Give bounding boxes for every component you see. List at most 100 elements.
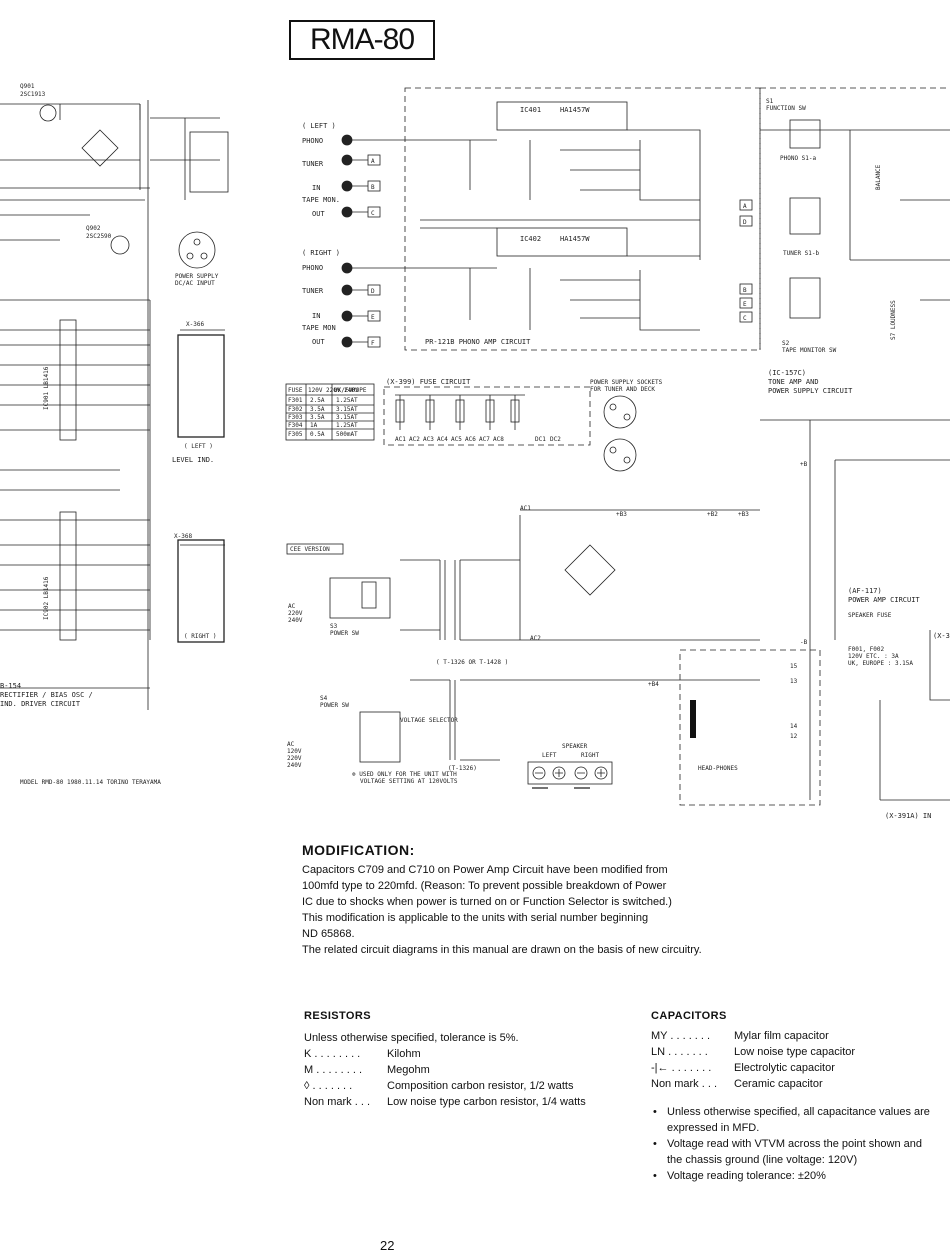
speaker-right: RIGHT [581,752,599,759]
modification-line-4: This modification is applicable to the u… [302,912,649,924]
in-in-label: IN [312,184,320,192]
s3-label: S3 [330,623,338,630]
modification-heading: MODIFICATION: [302,842,415,858]
fuse-r4-c2: 500mAT [336,431,358,438]
ac-tag-2: AC2 [409,436,420,443]
sockets-label-2: FOR TUNER AND DECK [590,386,655,393]
head-phones-label: HEAD-PHONES [698,765,738,772]
modification-line-5: ND 65868. [302,928,355,940]
block-code: B-154 [0,682,21,690]
ic401-label: IC401 [520,106,541,114]
modification-line-1: Capacitors C709 and C710 on Power Amp Ci… [302,864,668,876]
ac-tag-7: AC7 [479,436,490,443]
capacitor-note-2: expressed in MFD. [667,1122,760,1134]
q901-label: Q901 [20,83,35,90]
left-panel: Q901 2SC1913 Q902 2SC2590 POWER SUPPLY D… [0,83,229,786]
sockets-label-1: POWER SUPPLY SOCKETS [590,379,663,386]
modification-line-2: 100mfd type to 220mfd. (Reason: To preve… [302,880,667,892]
power-sw-label: POWER SW [330,630,359,637]
rail-b2: +B2 [707,511,718,518]
dc-tag-1: DC1 [535,436,546,443]
resistor-desc-composition: Composition carbon resistor, 1/2 watts [387,1080,574,1092]
used-note-2: VOLTAGE SETTING AT 120VOLTS [360,778,458,785]
x366-label: X-366 [186,321,204,328]
fuse-r4-c0: F305 [288,431,303,438]
rp-tag-e: E [743,301,747,308]
power-block: CEE VERSION AC 220V 240V S3 POWER SW ( T… [286,461,808,785]
balance-label: BALANCE [875,164,882,190]
block-title-1: RECTIFIER / BIAS OSC / [0,691,93,699]
right-label: ( RIGHT ) [184,633,217,640]
model-line: MODEL RMD-80 1980.11.14 TORINO TERAYAMA [20,779,161,786]
bullet-dot-1: • [653,1106,657,1118]
rail-ac1: AC1 [520,505,531,512]
phono-amp-block: IC401 HA1457W IC402 HA1457W PR-121B PHON… [404,87,761,351]
tuner-s1b: TUNER S1-b [783,250,820,257]
rail-b4: +B4 [648,681,659,688]
dc-tag-2: DC2 [550,436,561,443]
in-phono-r-label: PHONO [302,264,323,272]
ac-tag-8: AC8 [493,436,504,443]
level-left-label: ( LEFT ) [184,443,213,450]
in-out-r-label: OUT [312,338,325,346]
fuse-r0-c2: 1.25AT [336,397,358,404]
ac-line-2: 240V [288,617,303,624]
capacitor-key-my: MY . . . . . . . [651,1030,711,1042]
cee-label: CEE VERSION [290,546,330,553]
in-in-r-label: IN [312,312,320,320]
fuse-r2-c2: 3.15AT [336,414,358,421]
resistor-key-m: M . . . . . . . . [304,1064,363,1076]
ac2-line-3: 240V [287,762,302,769]
capacitor-note-1: Unless otherwise specified, all capacita… [667,1106,930,1118]
fuse-r1-c0: F302 [288,406,303,413]
power-amp-label: POWER AMP CIRCUIT [848,596,920,604]
node-13: 13 [790,678,798,685]
rail-ac2: AC2 [530,635,541,642]
in-tapemon-r-label: TAPE MON [302,324,336,332]
power-supply-label: POWER SUPPLY [175,273,219,280]
speaker-terminals [532,766,608,780]
tag-d: D [371,288,375,295]
t-note-2: (T-1326) [448,765,477,772]
capacitor-note-4: the chassis ground (line voltage: 120V) [667,1154,858,1166]
rp-tag-c: C [743,315,747,322]
tag-b: B [371,184,375,191]
fuse-r2-c0: F303 [288,414,303,421]
speaker-left: LEFT [542,752,557,759]
input-jacks: ( LEFT ) PHONO TUNER IN TAPE MON. OUT ( … [302,122,410,348]
tag-e: E [371,314,375,321]
tape-monitor-sw-label: TAPE MONITOR SW [782,347,837,354]
ac-tag-6: AC6 [465,436,476,443]
bullet-dot-3: • [653,1170,657,1182]
used-note-1: ⊗ USED ONLY FOR THE UNIT WITH [352,771,457,778]
ac-tag-4: AC4 [437,436,448,443]
fuse-r1-c2: 3.15AT [336,406,358,413]
tag-c: C [371,210,375,217]
rp-tag-d: D [743,219,747,226]
s1-label: S1 [766,98,774,105]
af117-label: (AF-117) [848,587,882,595]
rail-plus-b: +B [800,461,808,468]
resistor-key-nonmark: Non mark . . . [304,1096,371,1108]
s2-label: S2 [782,340,790,347]
in-out-label: OUT [312,210,325,218]
fuse-spec-1: 120V ETC. : 3A [848,653,899,660]
q902-label: Q902 [86,225,101,232]
ic402-label: IC402 [520,235,541,243]
fuse-r3-c2: 1.25AT [336,422,358,429]
in-tuner-label: TUNER [302,160,324,168]
fuse-r3-c0: F304 [288,422,303,429]
in-right-label: ( RIGHT ) [302,249,340,257]
fuse-block: FUSE 120V 220V 240V UK/EUROPE F301 2.5A … [285,378,663,472]
tag-f: F [371,340,375,347]
capacitor-desc-ln: Low noise type capacitor [734,1046,856,1058]
rail-b3-2: +B3 [738,511,749,518]
x368-label: X-368 [174,533,192,540]
capacitor-desc-electrolytic: Electrolytic capacitor [734,1062,835,1074]
node-15: 15 [790,663,798,670]
tone-amp-1: TONE AMP AND [768,378,819,386]
tone-amp-2: POWER SUPPLY CIRCUIT [768,387,853,395]
block-title-2: IND. DRIVER CIRCUIT [0,700,81,708]
voltage-selector-label: VOLTAGE SELECTOR [400,717,458,724]
headphone-jack [690,700,696,738]
